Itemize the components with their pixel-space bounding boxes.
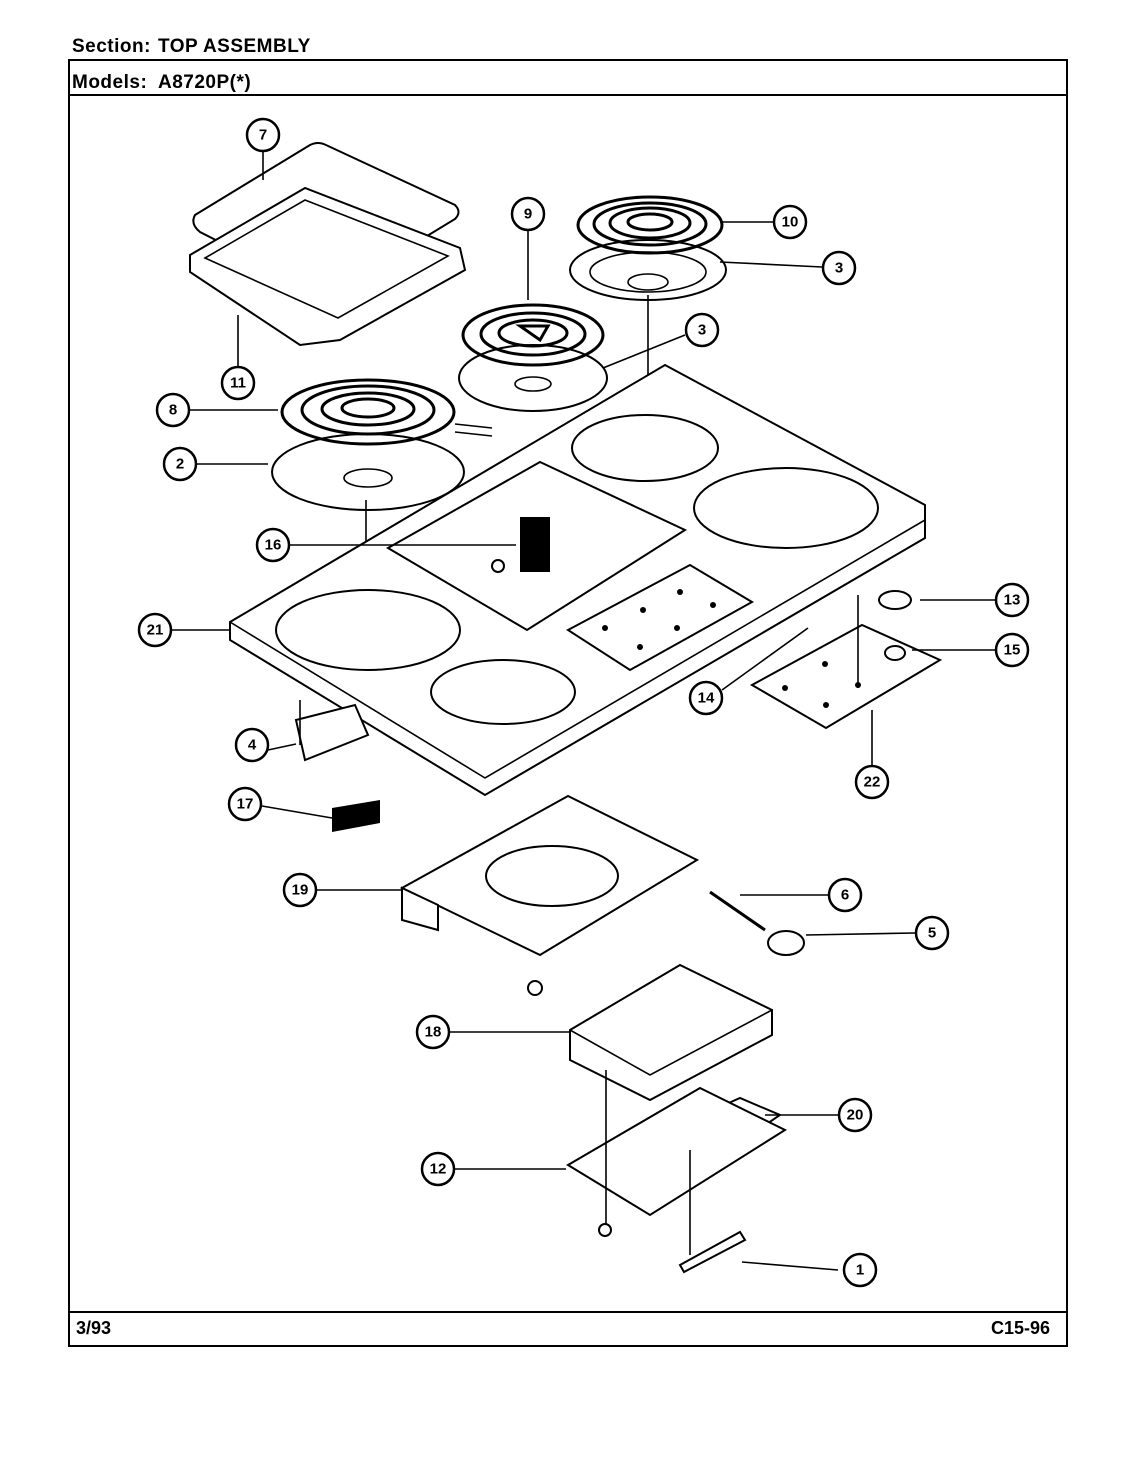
part-22-plate: [749, 590, 943, 730]
callout-13: 13: [994, 582, 1030, 618]
part-7-cover: [189, 142, 467, 347]
callout-10: 10: [772, 204, 808, 240]
svg-text:3: 3: [835, 260, 843, 277]
svg-text:8: 8: [169, 402, 177, 419]
callout-22: 22: [854, 764, 890, 800]
callout-16: 16: [255, 527, 291, 563]
callout-18: 18: [415, 1014, 451, 1050]
callout-8: 8: [155, 392, 191, 428]
part-18-box: [527, 963, 773, 1102]
part-18-nut: [527, 980, 543, 996]
svg-text:2: 2: [176, 456, 184, 473]
callout-20: 20: [837, 1097, 873, 1133]
svg-text:13: 13: [1004, 592, 1021, 609]
callout-2: 2: [162, 446, 198, 482]
callout-15: 15: [994, 632, 1030, 668]
callout-6: 6: [827, 877, 863, 913]
section-value: TOP ASSEMBLY: [158, 36, 311, 57]
part-5-knob: [767, 930, 805, 956]
part-12-plate: [566, 1086, 788, 1217]
models-label: Models:: [72, 72, 148, 93]
models-value: A8720P(*): [158, 72, 252, 93]
callout-5: 5: [914, 915, 950, 951]
svg-text:10: 10: [782, 214, 799, 231]
svg-text:12: 12: [430, 1161, 447, 1178]
callout-7: 7: [245, 117, 281, 153]
svg-text:6: 6: [841, 887, 849, 904]
svg-text:4: 4: [248, 737, 257, 754]
svg-text:20: 20: [847, 1107, 864, 1124]
svg-text:14: 14: [698, 690, 715, 707]
svg-text:3: 3: [698, 322, 706, 339]
callout-3-mid: 3: [684, 312, 720, 348]
footer-code: C15-96: [990, 1318, 1050, 1338]
part-10-element-back: [569, 195, 727, 480]
part-4-switch: [294, 703, 370, 762]
callout-9: 9: [510, 196, 546, 232]
callout-12: 12: [420, 1151, 456, 1187]
svg-text:18: 18: [425, 1024, 442, 1041]
svg-text:7: 7: [259, 127, 267, 144]
part-9-element-mid: [458, 303, 608, 412]
part-21-cooktop: [229, 363, 926, 797]
svg-text:19: 19: [292, 882, 309, 899]
part-6-spring: [709, 890, 766, 932]
svg-text:5: 5: [928, 925, 936, 942]
svg-text:21: 21: [147, 622, 164, 639]
callout-17: 17: [227, 786, 263, 822]
callout-4: 4: [234, 727, 270, 763]
part-1-screw: [598, 1223, 612, 1237]
section-label: Section:: [72, 36, 151, 57]
callout-21: 21: [137, 612, 173, 648]
callout-1: 1: [842, 1252, 878, 1288]
callout-3-back: 3: [821, 250, 857, 286]
svg-text:22: 22: [864, 774, 881, 791]
part-16-screw: [491, 559, 505, 573]
diagram-frame: [68, 59, 1068, 1347]
svg-text:9: 9: [524, 206, 532, 223]
part-1-strip: [678, 1230, 747, 1274]
svg-text:16: 16: [265, 537, 282, 554]
part-17-block: [332, 800, 380, 832]
svg-text:11: 11: [230, 375, 246, 392]
footer-date: 3/93: [76, 1318, 112, 1338]
svg-text:1: 1: [856, 1262, 864, 1279]
part-19-bracket: [399, 794, 700, 957]
callout-14: 14: [688, 680, 724, 716]
callout-11: 11: [220, 365, 256, 401]
section-heading: Section: TOP ASSEMBLY: [72, 36, 311, 58]
part-16-block: [520, 517, 550, 572]
models-heading: Models: A8720P(*): [72, 72, 251, 94]
part-8-element-front: [271, 378, 493, 668]
callout-19: 19: [282, 872, 318, 908]
svg-text:15: 15: [1004, 642, 1021, 659]
leader-lines: [172, 150, 995, 1271]
svg-text:17: 17: [237, 796, 254, 813]
